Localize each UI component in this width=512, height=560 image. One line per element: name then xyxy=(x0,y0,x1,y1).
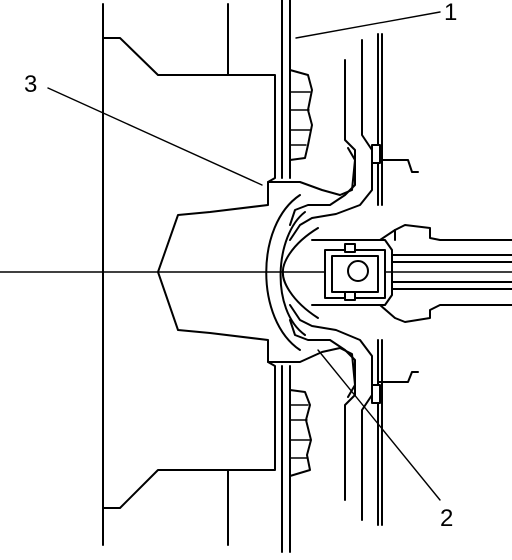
knuckle-arc-inner xyxy=(281,227,319,319)
shield-lower xyxy=(289,319,356,501)
shield-upper-outer xyxy=(289,39,373,241)
bearing-tab-bottom xyxy=(344,291,356,301)
bearing-ball xyxy=(347,260,369,282)
callout-3: 3 xyxy=(24,71,37,98)
leader-1 xyxy=(295,11,441,39)
upper-bolt xyxy=(289,69,313,161)
clip-lower xyxy=(377,371,419,383)
knuckle-arc-mid xyxy=(279,211,306,336)
shield-lower-outer xyxy=(289,304,373,521)
leader-3 xyxy=(47,87,263,186)
boot-lower xyxy=(379,304,512,323)
clip-upper xyxy=(377,159,419,173)
upper-bolt-detail xyxy=(289,91,311,146)
clip-upper-block xyxy=(371,144,381,164)
axle-housing xyxy=(311,239,393,306)
lower-bolt xyxy=(289,389,312,477)
bearing-tab-top xyxy=(344,243,356,253)
leader-2 xyxy=(317,349,441,501)
callout-2: 2 xyxy=(440,505,453,532)
lower-bolt-detail xyxy=(289,404,311,459)
knuckle-arc-outer xyxy=(265,194,301,351)
boot-upper xyxy=(379,224,512,241)
clip-lower-block xyxy=(371,384,381,404)
shield-upper xyxy=(289,59,356,226)
callout-1: 1 xyxy=(444,0,457,26)
hub-profile xyxy=(102,37,276,509)
